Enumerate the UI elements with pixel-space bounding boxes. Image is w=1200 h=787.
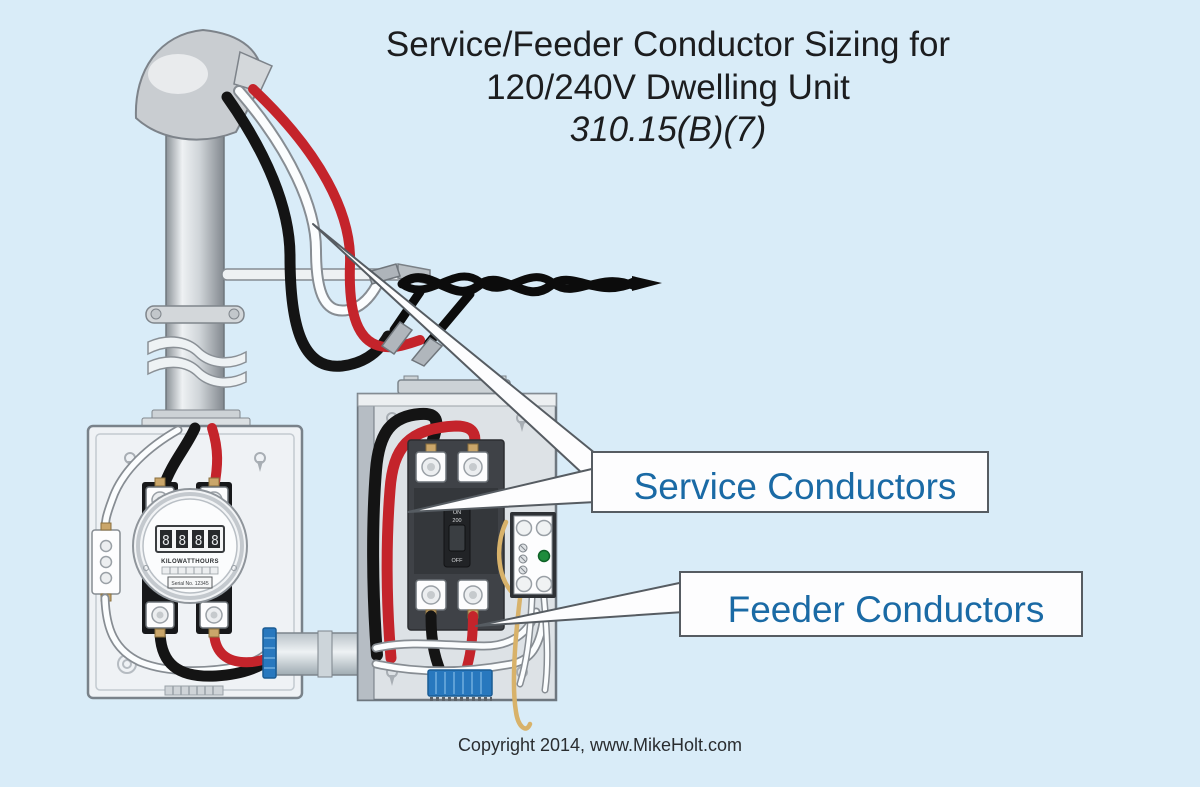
meter-display-digits: 8888 xyxy=(162,534,227,549)
panel-neutral-wire-1 xyxy=(373,609,539,651)
neutral-block-screw xyxy=(99,539,113,553)
feeder-conductors-callout: Feeder Conductors xyxy=(679,571,1083,637)
green-bonding-screw xyxy=(537,549,551,563)
neutral-bar-wire-1 xyxy=(518,596,534,686)
disconnect-panel: ON 200 OFF xyxy=(356,375,558,731)
service-black-conductor xyxy=(221,91,394,372)
title-line-1: Service/Feeder Conductor Sizing for xyxy=(386,25,950,64)
mast-break-symbol xyxy=(147,336,247,388)
panel-service-black-wire xyxy=(367,407,443,661)
neutral-block-screw xyxy=(99,555,113,569)
breaker-handle xyxy=(448,524,466,552)
meter-face-screw xyxy=(231,565,237,571)
feeder-callout-label: Feeder Conductors xyxy=(728,589,1045,630)
kwh-meter-face: 8888 KILOWATTHOURS Serial No. 12345 xyxy=(132,488,248,604)
meter-serial-label: Serial No. 12345 xyxy=(171,581,208,587)
diagram-title: Service/Feeder Conductor Sizing for 120/… xyxy=(386,25,950,149)
meter-serial-plate xyxy=(167,576,213,589)
nipple-bushing-left xyxy=(262,627,277,679)
service-neutral-conductor xyxy=(235,87,384,315)
service-conductors-callout: Service Conductors xyxy=(591,451,989,513)
conduit-nipple xyxy=(262,626,374,680)
meter-face-screw xyxy=(143,565,149,571)
neutral-ground-bar xyxy=(510,512,556,598)
main-breaker: ON 200 OFF xyxy=(407,439,505,631)
service-callout-label: Service Conductors xyxy=(634,466,957,507)
panel-neutral-wire-2 xyxy=(373,613,547,674)
meter-neutral-wire-top xyxy=(102,427,181,533)
grounding-electrode-conductor xyxy=(511,595,533,731)
mast-clamp-bracket xyxy=(145,305,245,324)
neutral-block-screw xyxy=(99,571,113,585)
title-line-2: 120/240V Dwelling Unit xyxy=(486,68,850,107)
callout-pointers xyxy=(312,223,685,627)
bottom-terminal-bar xyxy=(427,669,493,697)
meter-register-bar xyxy=(161,566,219,575)
service-red-conductor xyxy=(248,84,425,353)
meter-socket: 8888 KILOWATTHOURS Serial No. 12345 xyxy=(86,409,374,700)
breaker-on-label: ON xyxy=(453,510,461,516)
meter-line-black-wire xyxy=(157,422,201,494)
meter-vent xyxy=(164,685,224,696)
feeder-callout-box xyxy=(679,571,1083,637)
copyright-notice: Copyright 2014, www.MikeHolt.com xyxy=(458,735,742,755)
splice-ferrule-red xyxy=(410,336,444,367)
breaker-amp-label: 200 xyxy=(452,518,461,524)
meter-register-ticks xyxy=(169,567,211,574)
neutral-lug-screw-top xyxy=(100,522,112,531)
panel-service-red-wire xyxy=(381,420,481,664)
service-entrance-conductors xyxy=(221,84,444,372)
splice-ferrule-black xyxy=(380,320,414,356)
meter-display xyxy=(155,525,225,553)
meter-register-label: KILOWATTHOURS xyxy=(161,559,219,565)
title-line-3-code-reference: 310.15(B)(7) xyxy=(570,110,766,149)
meter-vent-slots xyxy=(172,686,214,695)
service-callout-box xyxy=(591,451,989,513)
breaker-off-label: OFF xyxy=(452,558,464,564)
